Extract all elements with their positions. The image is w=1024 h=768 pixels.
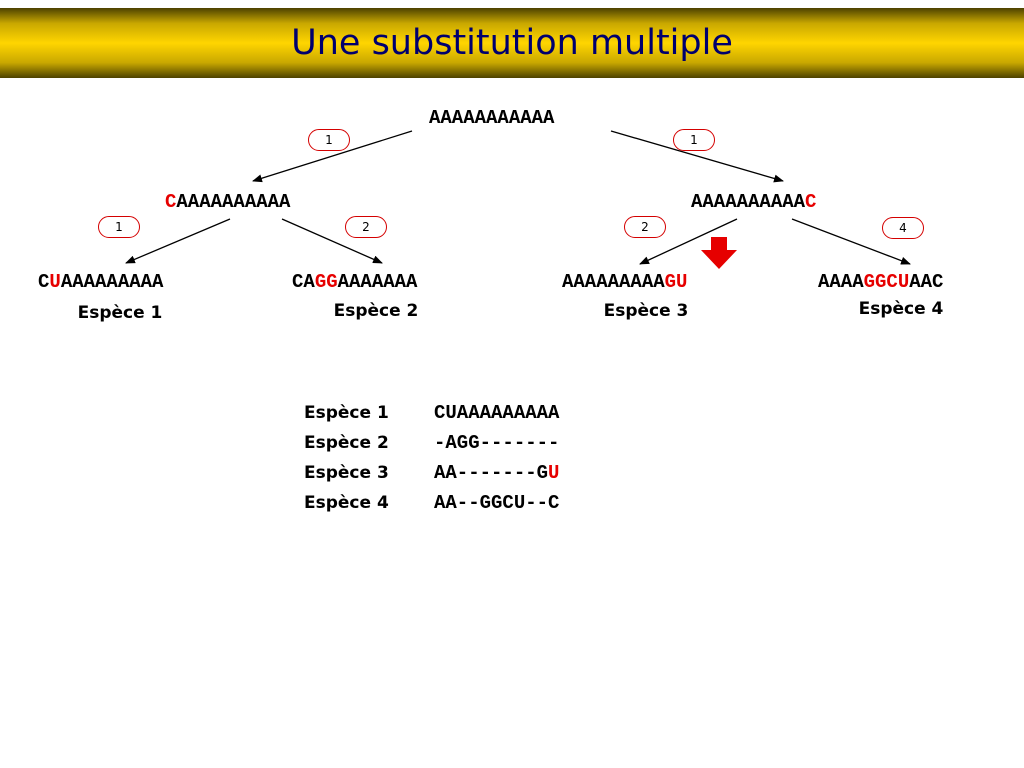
species-label-4: Espèce 4: [858, 299, 944, 319]
nucleotides: -AGG-------: [434, 432, 560, 454]
alignment-species-name: Espèce 2: [304, 433, 389, 453]
nucleotides: CUAAAAAAAAA: [434, 402, 560, 424]
alignment-sequence: CUAAAAAAAAA: [434, 398, 559, 428]
highlighted-nucleotides: U: [548, 462, 560, 484]
leaf-sequence-3: AAAAAAAAAGU: [562, 271, 687, 293]
step-count-right-leaf3: 2: [624, 216, 666, 238]
nucleotides: AAAA: [818, 271, 864, 293]
highlighted-nucleotides: C: [165, 191, 177, 213]
leaf-sequence-2: CAGGAAAAAAA: [292, 271, 417, 293]
edge-root-right: [610, 130, 784, 183]
edge-right-leaf3: [639, 218, 738, 265]
alignment-row: Espèce 2 -AGG-------: [304, 428, 559, 458]
title-bar: [0, 8, 1024, 78]
edge-left-leaf2: [281, 218, 383, 264]
highlighted-nucleotides: C: [805, 191, 817, 213]
highlighted-nucleotides: GU: [664, 271, 688, 293]
highlighted-nucleotides: GG: [314, 271, 338, 293]
species-label-2: Espèce 2: [333, 301, 419, 321]
nucleotides: AAAAAAAAA: [562, 271, 665, 293]
slide-title: Une substitution multiple: [291, 23, 733, 63]
nucleotides: AAC: [909, 271, 944, 293]
alignment-table: Espèce 1 CUAAAAAAAAA Espèce 2 -AGG------…: [304, 398, 559, 518]
nucleotides: AA-------G: [434, 462, 549, 484]
highlighted-nucleotides: U: [49, 271, 61, 293]
nucleotides: AA--GGCU--C: [434, 492, 560, 514]
alignment-row: Espèce 4 AA--GGCU--C: [304, 488, 559, 518]
alignment-species-name: Espèce 3: [304, 463, 389, 483]
alignment-species-name: Espèce 1: [304, 403, 389, 423]
alignment-sequence: -AGG-------: [434, 428, 559, 458]
step-count-root-right: 1: [673, 129, 715, 151]
left-node-sequence: CAAAAAAAAAA: [165, 191, 290, 213]
alignment-sequence: AA-------GU: [434, 458, 559, 488]
species-label-1: Espèce 1: [77, 303, 163, 323]
step-count-root-left: 1: [308, 129, 350, 151]
edge-left-leaf1: [125, 218, 231, 264]
edge-root-left: [252, 130, 413, 183]
species-label-3: Espèce 3: [603, 301, 689, 321]
step-count-left-leaf1: 1: [98, 216, 140, 238]
root-sequence: AAAAAAAAAAA: [429, 107, 554, 129]
leaf-sequence-1: CUAAAAAAAAA: [38, 271, 163, 293]
alignment-species-name: Espèce 4: [304, 493, 389, 513]
nucleotides: AAAAAAAAAA: [691, 191, 806, 213]
alignment-row: Espèce 3 AA-------GU: [304, 458, 559, 488]
highlighted-nucleotides: GGCU: [863, 271, 910, 293]
nucleotides: AAAAAAAAAA: [176, 191, 291, 213]
leaf-sequence-4: AAAAGGCUAAC: [818, 271, 943, 293]
step-count-left-leaf2: 2: [345, 216, 387, 238]
right-node-sequence: AAAAAAAAAAC: [691, 191, 816, 213]
nucleotides: AAAAAAA: [337, 271, 418, 293]
nucleotides: AAAAAAAAA: [60, 271, 164, 293]
nucleotides: AAAAAAAAAAA: [429, 107, 555, 129]
nucleotides: C: [38, 271, 50, 293]
nucleotides: CA: [292, 271, 315, 293]
edge-right-leaf4: [791, 218, 911, 265]
red-down-arrow-icon: [701, 237, 737, 269]
alignment-sequence: AA--GGCU--C: [434, 488, 559, 518]
step-count-right-leaf4: 4: [882, 217, 924, 239]
alignment-row: Espèce 1 CUAAAAAAAAA: [304, 398, 559, 428]
